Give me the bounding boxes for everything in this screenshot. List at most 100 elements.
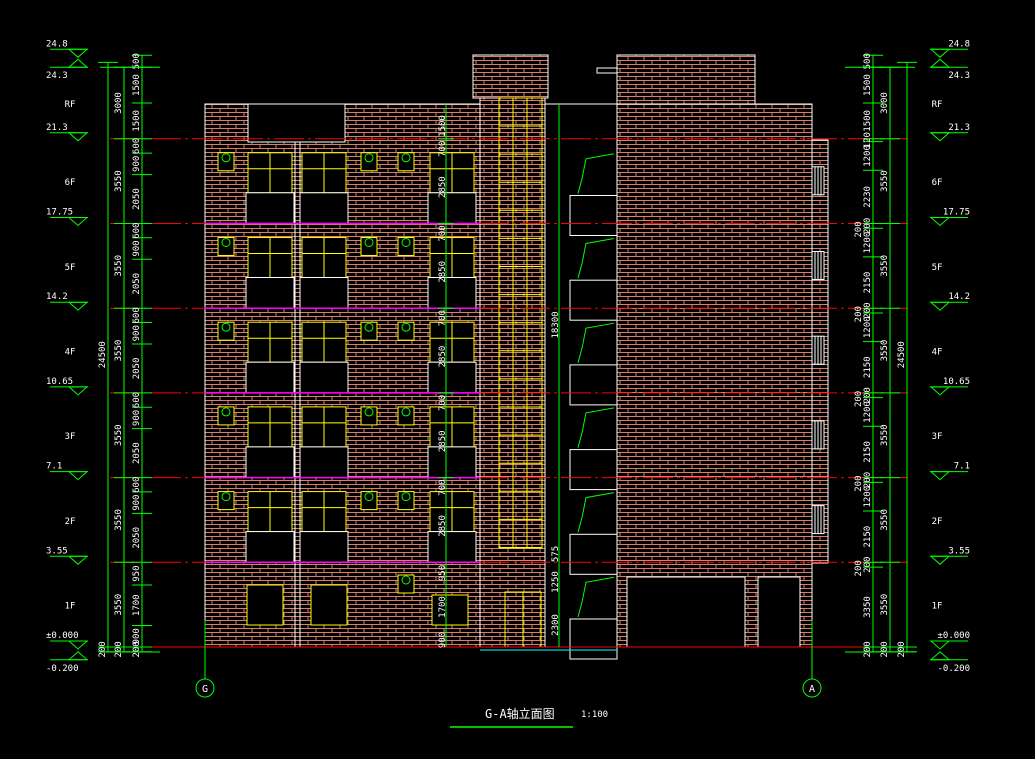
axis-label: A — [809, 684, 815, 695]
stair-dim-label: 2300 — [551, 614, 561, 636]
elevation-triangle-icon — [929, 301, 951, 311]
left-detail-dim-label: 900 — [132, 628, 142, 644]
slab-thickness-label: 200 — [854, 221, 864, 237]
right-detail-dim-label: 2150 — [863, 441, 873, 463]
center-dim-label: 1500 — [438, 115, 448, 137]
floor-label: 4F — [932, 348, 943, 358]
right-detail-dim-label: 1200 — [863, 316, 873, 338]
right-floor-dim-label: 3550 — [880, 255, 890, 277]
left-detail-dim-label: 500 — [132, 53, 142, 69]
left-detail-dim-label: 600 — [132, 138, 142, 154]
elevation-label: 21.3 — [46, 123, 68, 133]
balcony-parapet — [299, 531, 349, 563]
elevation-label: 3.55 — [948, 546, 970, 556]
right-floor-dim-label: 3550 — [880, 594, 890, 616]
elevation-triangle-icon — [929, 555, 951, 565]
balcony-parapet — [245, 276, 295, 309]
slab-thickness-label: 200 — [854, 391, 864, 407]
floor-lines — [110, 138, 908, 651]
balcony-railing-curve — [577, 322, 615, 364]
center-dim-label: 2850 — [438, 176, 448, 198]
floor-label: 6F — [932, 178, 943, 188]
left-detail-dim-label: 600 — [132, 307, 142, 323]
elevation-triangle-icon — [929, 58, 951, 68]
elevation-triangle-icon — [67, 471, 89, 481]
balcony-box — [569, 364, 618, 406]
left-detail-dim-label: 1500 — [132, 74, 142, 96]
balcony-parapet — [299, 361, 349, 394]
balcony-railing-curve — [577, 407, 615, 448]
left-overall-dim-label: 24500 — [98, 341, 108, 368]
right-overall-dim-label: 200 — [897, 641, 907, 657]
elevation-triangle-icon — [67, 48, 89, 58]
left-floor-dim-label: 200 — [114, 641, 124, 657]
left-floor-dim-label: 3000 — [114, 92, 124, 114]
balcony-railing-curve — [577, 576, 615, 618]
left-detail-dim-label: 900 — [132, 240, 142, 256]
ground-window — [431, 594, 469, 626]
garage-opening — [626, 576, 746, 648]
left-overall-dim-label: 200 — [98, 641, 108, 657]
center-dim-label: 900 — [438, 632, 448, 648]
balcony-parapet — [427, 446, 477, 479]
right-roof-tower — [616, 54, 756, 105]
right-detail-dim-label: 2150 — [863, 272, 873, 294]
left-detail-dim-label: 2050 — [132, 442, 142, 464]
floor-label: 1F — [932, 602, 943, 612]
vent-circle-icon — [401, 575, 411, 585]
balcony-railing-curve — [577, 153, 615, 194]
vent-circle-icon — [401, 322, 411, 332]
balcony-railing-curve — [577, 237, 615, 279]
left-detail-dim-label: 950 — [132, 565, 142, 581]
left-detail-dim-label: 2050 — [132, 188, 142, 210]
right-detail-dim-label: 2150 — [863, 356, 873, 378]
vent-circle-icon — [364, 407, 374, 417]
center-dim-label: 700 — [438, 225, 448, 241]
stair-dim-label: 575 — [551, 546, 561, 562]
building-elevation — [204, 54, 829, 660]
elevation-label: -0.200 — [937, 664, 970, 674]
right-detail-dim-label: 200 — [863, 641, 873, 657]
right-floor-dim-label: 200 — [880, 641, 890, 657]
slab-thickness-label: 200 — [854, 560, 864, 576]
balcony-box — [569, 449, 618, 491]
floor-label: 2F — [932, 517, 943, 527]
stair-dim-label: 18300 — [551, 311, 561, 338]
vent-circle-icon — [221, 407, 231, 417]
elevation-triangle-icon — [929, 471, 951, 481]
vent-circle-icon — [364, 237, 374, 247]
vent-circle-icon — [364, 322, 374, 332]
right-floor-dim-label: 3000 — [880, 92, 890, 114]
vent-circle-icon — [401, 153, 411, 163]
elevation-triangle-icon — [929, 386, 951, 396]
elevation-triangle-icon — [67, 58, 89, 68]
floor-label: 5F — [65, 263, 76, 273]
elevation-label: 24.8 — [948, 39, 970, 49]
right-detail-dim-label: 200 — [863, 387, 873, 403]
ground-window — [310, 584, 348, 626]
vent-circle-icon — [221, 237, 231, 247]
elevation-triangle-icon — [67, 555, 89, 565]
balcony-parapet — [245, 531, 295, 563]
left-floor-dim-label: 3550 — [114, 509, 124, 531]
right-floor-dim-label: 3550 — [880, 170, 890, 192]
dimension-chains: 2002450020035503550355035503550355030002… — [98, 53, 917, 658]
roof-recess — [247, 103, 346, 143]
left-detail-dim-label: 600 — [132, 223, 142, 239]
left-detail-dim-label: 600 — [132, 392, 142, 408]
elevation-label: 10.65 — [943, 377, 970, 387]
floor-label: 2F — [65, 517, 76, 527]
floor-label: 3F — [932, 432, 943, 442]
vent-circle-icon — [401, 237, 411, 247]
balcony-box — [569, 279, 618, 321]
vent-circle-icon — [221, 322, 231, 332]
center-dim-label: 2850 — [438, 430, 448, 452]
left-floor-dim-label: 3550 — [114, 594, 124, 616]
left-detail-dim-label: 2050 — [132, 358, 142, 380]
left-detail-dim-label: 900 — [132, 325, 142, 341]
right-detail-dim-label: 1200 — [863, 145, 873, 167]
elevation-triangle-icon — [67, 216, 89, 227]
